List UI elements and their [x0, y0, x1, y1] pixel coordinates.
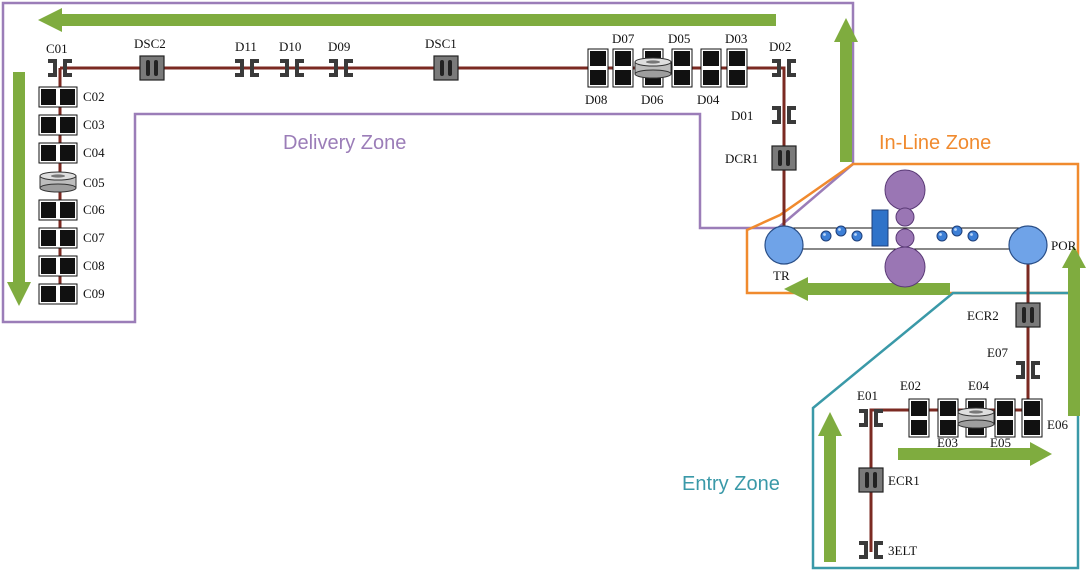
d03-roll-pair [726, 48, 748, 88]
label-d07: D07 [612, 31, 635, 46]
label-e05: E05 [990, 435, 1011, 450]
tension-roll-icon [820, 230, 832, 242]
arrow-delivery-down [7, 72, 31, 306]
arrow-up-to-por [1062, 246, 1086, 416]
d05-roll-pair [671, 48, 693, 88]
inline-zone-border [745, 162, 1080, 295]
label-3elt: 3ELT [888, 543, 917, 558]
upper-work-roll [895, 207, 915, 227]
label-por: POR [1051, 238, 1077, 253]
e03-roll-pair [937, 398, 959, 438]
arrow-entry-up [818, 412, 842, 562]
c05-tension-roll [39, 171, 77, 193]
arrow-up-to-delivery [834, 18, 858, 162]
label-e06: E06 [1047, 417, 1068, 432]
delivery-zone-label: Delivery Zone [283, 132, 406, 154]
label-d05: D05 [668, 31, 690, 46]
c04-roll-pair [38, 142, 78, 164]
label-c01: C01 [46, 41, 68, 56]
flow-arrows [7, 8, 1086, 562]
delivery-zone-border [1, 1, 855, 324]
label-c08: C08 [83, 258, 105, 273]
entry-zone-border [811, 291, 1080, 570]
inline-zone-label: In-Line Zone [879, 132, 991, 154]
label-dcr1: DCR1 [725, 151, 758, 166]
d04-roll-pair [700, 48, 722, 88]
label-c09: C09 [83, 286, 105, 301]
label-c04: C04 [83, 145, 105, 160]
ecr2-steering-unit [1015, 302, 1041, 328]
equipment-labels: C01 C02 C03 C04 C05 C06 C07 C08 C09 DSC2… [46, 31, 1077, 558]
c02-roll-pair [38, 86, 78, 108]
label-e04: E04 [968, 378, 989, 393]
label-d01: D01 [731, 108, 753, 123]
arrow-entry-right [898, 442, 1052, 466]
e04-tension-roll [957, 407, 995, 429]
tension-roll-icon [936, 230, 948, 242]
lower-backup-roll [884, 246, 926, 288]
label-d09: D09 [328, 39, 350, 54]
label-e02: E02 [900, 378, 921, 393]
c06-roll-pair [38, 199, 78, 221]
label-c06: C06 [83, 202, 105, 217]
d07-roll-pair [612, 48, 634, 88]
upper-backup-roll [884, 169, 926, 211]
label-c02: C02 [83, 89, 105, 104]
label-c03: C03 [83, 117, 105, 132]
e02-roll-pair [908, 398, 930, 438]
label-d02: D02 [769, 39, 791, 54]
label-ecr1: ECR1 [888, 473, 920, 488]
label-c05: C05 [83, 175, 105, 190]
thickness-gauge [871, 209, 889, 247]
ecr1-steering-unit [858, 467, 884, 493]
c09-roll-pair [38, 283, 78, 305]
c03-roll-pair [38, 114, 78, 136]
label-ecr2: ECR2 [967, 308, 999, 323]
d08-roll-pair [587, 48, 609, 88]
label-dsc2: DSC2 [134, 36, 166, 51]
c08-roll-pair [38, 255, 78, 277]
label-dsc1: DSC1 [425, 36, 457, 51]
label-d03: D03 [725, 31, 747, 46]
label-d10: D10 [279, 39, 301, 54]
label-c07: C07 [83, 230, 105, 245]
dcr1-steering-unit [771, 145, 797, 171]
arrow-delivery-top [38, 8, 776, 32]
e05-roll-pair [994, 398, 1016, 438]
lower-work-roll [895, 228, 915, 248]
label-d06: D06 [641, 92, 664, 107]
tension-roll-icon [967, 230, 979, 242]
c07-roll-pair [38, 227, 78, 249]
entry-zone-label: Entry Zone [682, 473, 780, 495]
label-e03: E03 [937, 435, 958, 450]
d06-tension-roll [634, 57, 672, 79]
dsc2-steering-unit [139, 55, 165, 81]
arrow-to-tr [784, 277, 950, 301]
label-d11: D11 [235, 39, 257, 54]
label-d08: D08 [585, 92, 607, 107]
por-reel [1008, 225, 1048, 265]
label-tr: TR [773, 268, 790, 283]
label-e07: E07 [987, 345, 1008, 360]
e06-roll-pair [1021, 398, 1043, 438]
tension-roll-icon [951, 225, 963, 237]
label-d04: D04 [697, 92, 720, 107]
label-e01: E01 [857, 388, 878, 403]
tension-roll-icon [851, 230, 863, 242]
tr-reel [764, 225, 804, 265]
tension-roll-icon [835, 225, 847, 237]
dsc1-steering-unit [433, 55, 459, 81]
